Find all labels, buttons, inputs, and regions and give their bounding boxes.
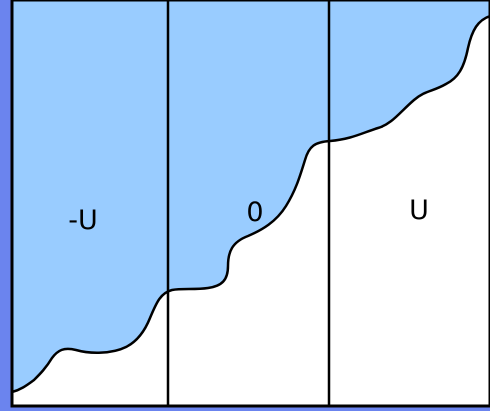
region-label-left: -U	[68, 205, 98, 236]
region-label-right: U	[409, 195, 429, 226]
region-label-middle: 0	[246, 197, 263, 228]
